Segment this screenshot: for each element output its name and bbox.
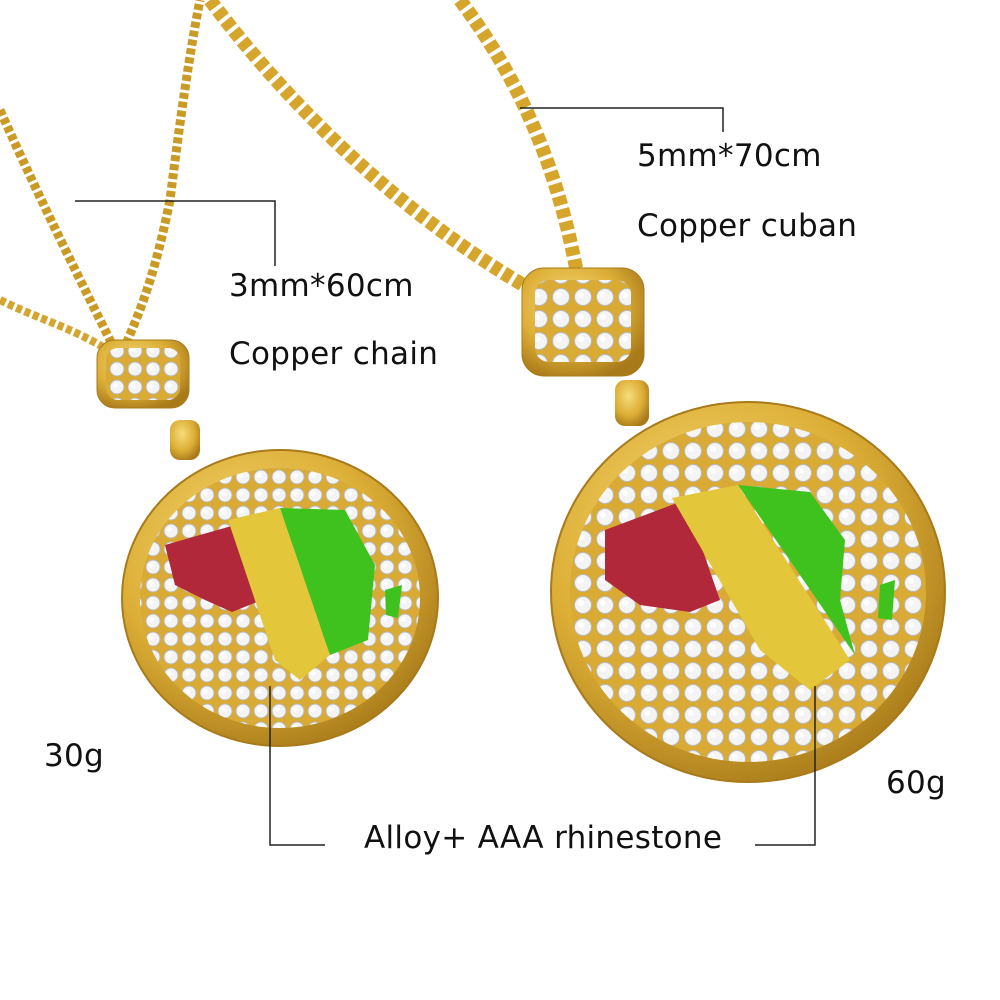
large-pendant-leader-line bbox=[755, 686, 816, 846]
small-chain bbox=[0, 0, 205, 363]
large-chain-material-label: Copper cuban bbox=[637, 208, 858, 244]
large-chain-size-label: 5mm*70cm bbox=[637, 138, 822, 174]
small-weight-label: 30g bbox=[44, 738, 105, 774]
large-chain-leader-line bbox=[520, 107, 724, 132]
small-chain-material-label: Copper chain bbox=[229, 336, 439, 372]
large-bail bbox=[521, 267, 649, 426]
small-chain-leader-line bbox=[75, 200, 276, 266]
large-pendant bbox=[550, 401, 946, 783]
small-chain-size-label: 3mm*60cm bbox=[229, 268, 414, 304]
large-weight-label: 60g bbox=[886, 765, 947, 801]
large-chain bbox=[204, 0, 587, 307]
pendant-material-label: Alloy+ AAA rhinestone bbox=[364, 820, 723, 856]
small-bail bbox=[96, 339, 200, 460]
small-pendant bbox=[121, 449, 439, 747]
small-pendant-leader-line bbox=[269, 686, 325, 846]
